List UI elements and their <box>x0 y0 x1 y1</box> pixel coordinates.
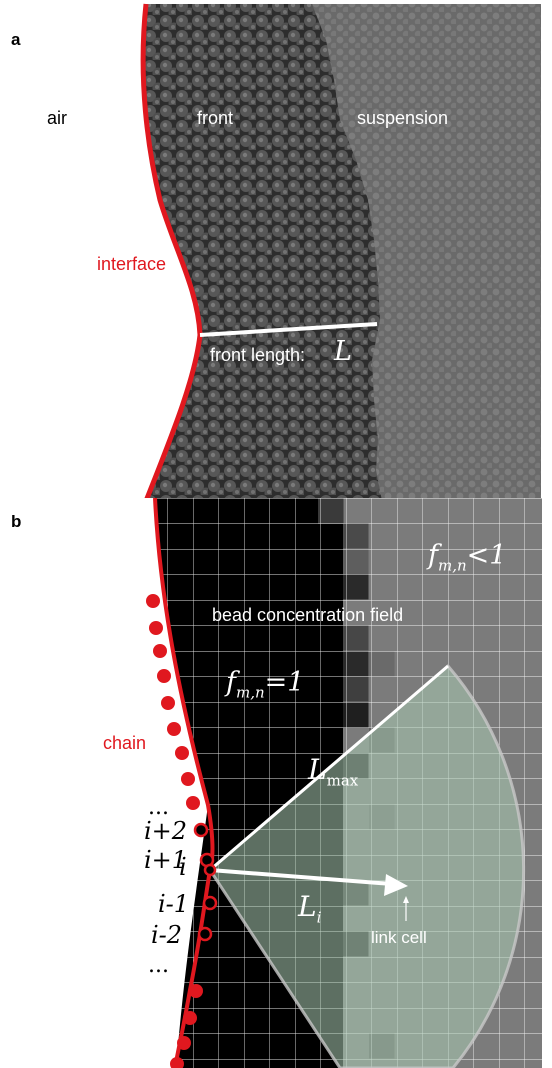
chain-bead <box>186 796 200 810</box>
li-label: Li <box>298 890 322 927</box>
front-length-symbol: L <box>334 336 352 367</box>
lmax-label: Lmax <box>308 753 359 790</box>
chain-bead <box>146 594 160 608</box>
chain-bead <box>181 772 195 786</box>
interface-line <box>140 3 203 502</box>
chain-label: chain <box>103 733 147 753</box>
chain-bead <box>177 1036 191 1050</box>
link-cell-label: link cell <box>371 928 427 947</box>
front-region <box>143 4 382 501</box>
bead-i-minus-2 <box>197 926 213 942</box>
bead-field-label: bead concentration field <box>212 605 404 625</box>
bead-index-i-minus-2: i-2 <box>151 921 183 949</box>
panel-b-letter: b <box>11 512 22 531</box>
bead-i-minus-1 <box>202 895 218 911</box>
chain-bead <box>149 621 163 635</box>
panel-a-letter: a <box>11 30 21 49</box>
bead-index-i-plus-1: i+1 <box>144 846 188 874</box>
chain-bead <box>170 1057 184 1068</box>
bead-i <box>203 863 217 877</box>
bead-i-plus-2 <box>193 822 209 838</box>
suspension-label: suspension <box>357 108 449 128</box>
front-label: front <box>197 108 234 128</box>
interface-label: interface <box>97 254 167 274</box>
f-less-than-one-label: fm,n<1 <box>428 540 507 575</box>
bead-index-ellipsis-top: ... <box>148 795 169 820</box>
chain-bead <box>189 984 203 998</box>
chain-bead <box>157 669 171 683</box>
bead-index-i: i <box>179 853 187 881</box>
air-label: air <box>47 108 68 128</box>
chain-bead <box>161 696 175 710</box>
chain-bead <box>167 722 181 736</box>
chain-bead <box>175 746 189 760</box>
bead-index-i-plus-2: i+2 <box>144 817 188 845</box>
bead-index-i-minus-1: i-1 <box>158 890 190 918</box>
front-length-line <box>199 322 378 337</box>
li-arrowhead <box>384 874 408 896</box>
link-search-sector <box>208 663 526 1068</box>
li-arrow <box>209 868 393 886</box>
bead-index-ellipsis-bottom: ... <box>148 953 169 978</box>
chain-bead <box>153 644 167 658</box>
front-length-label: front length: <box>210 345 306 365</box>
f-equals-one-label: fm,n=1 <box>226 667 305 702</box>
chain-bead <box>183 1011 197 1025</box>
lmax-line <box>209 664 449 872</box>
